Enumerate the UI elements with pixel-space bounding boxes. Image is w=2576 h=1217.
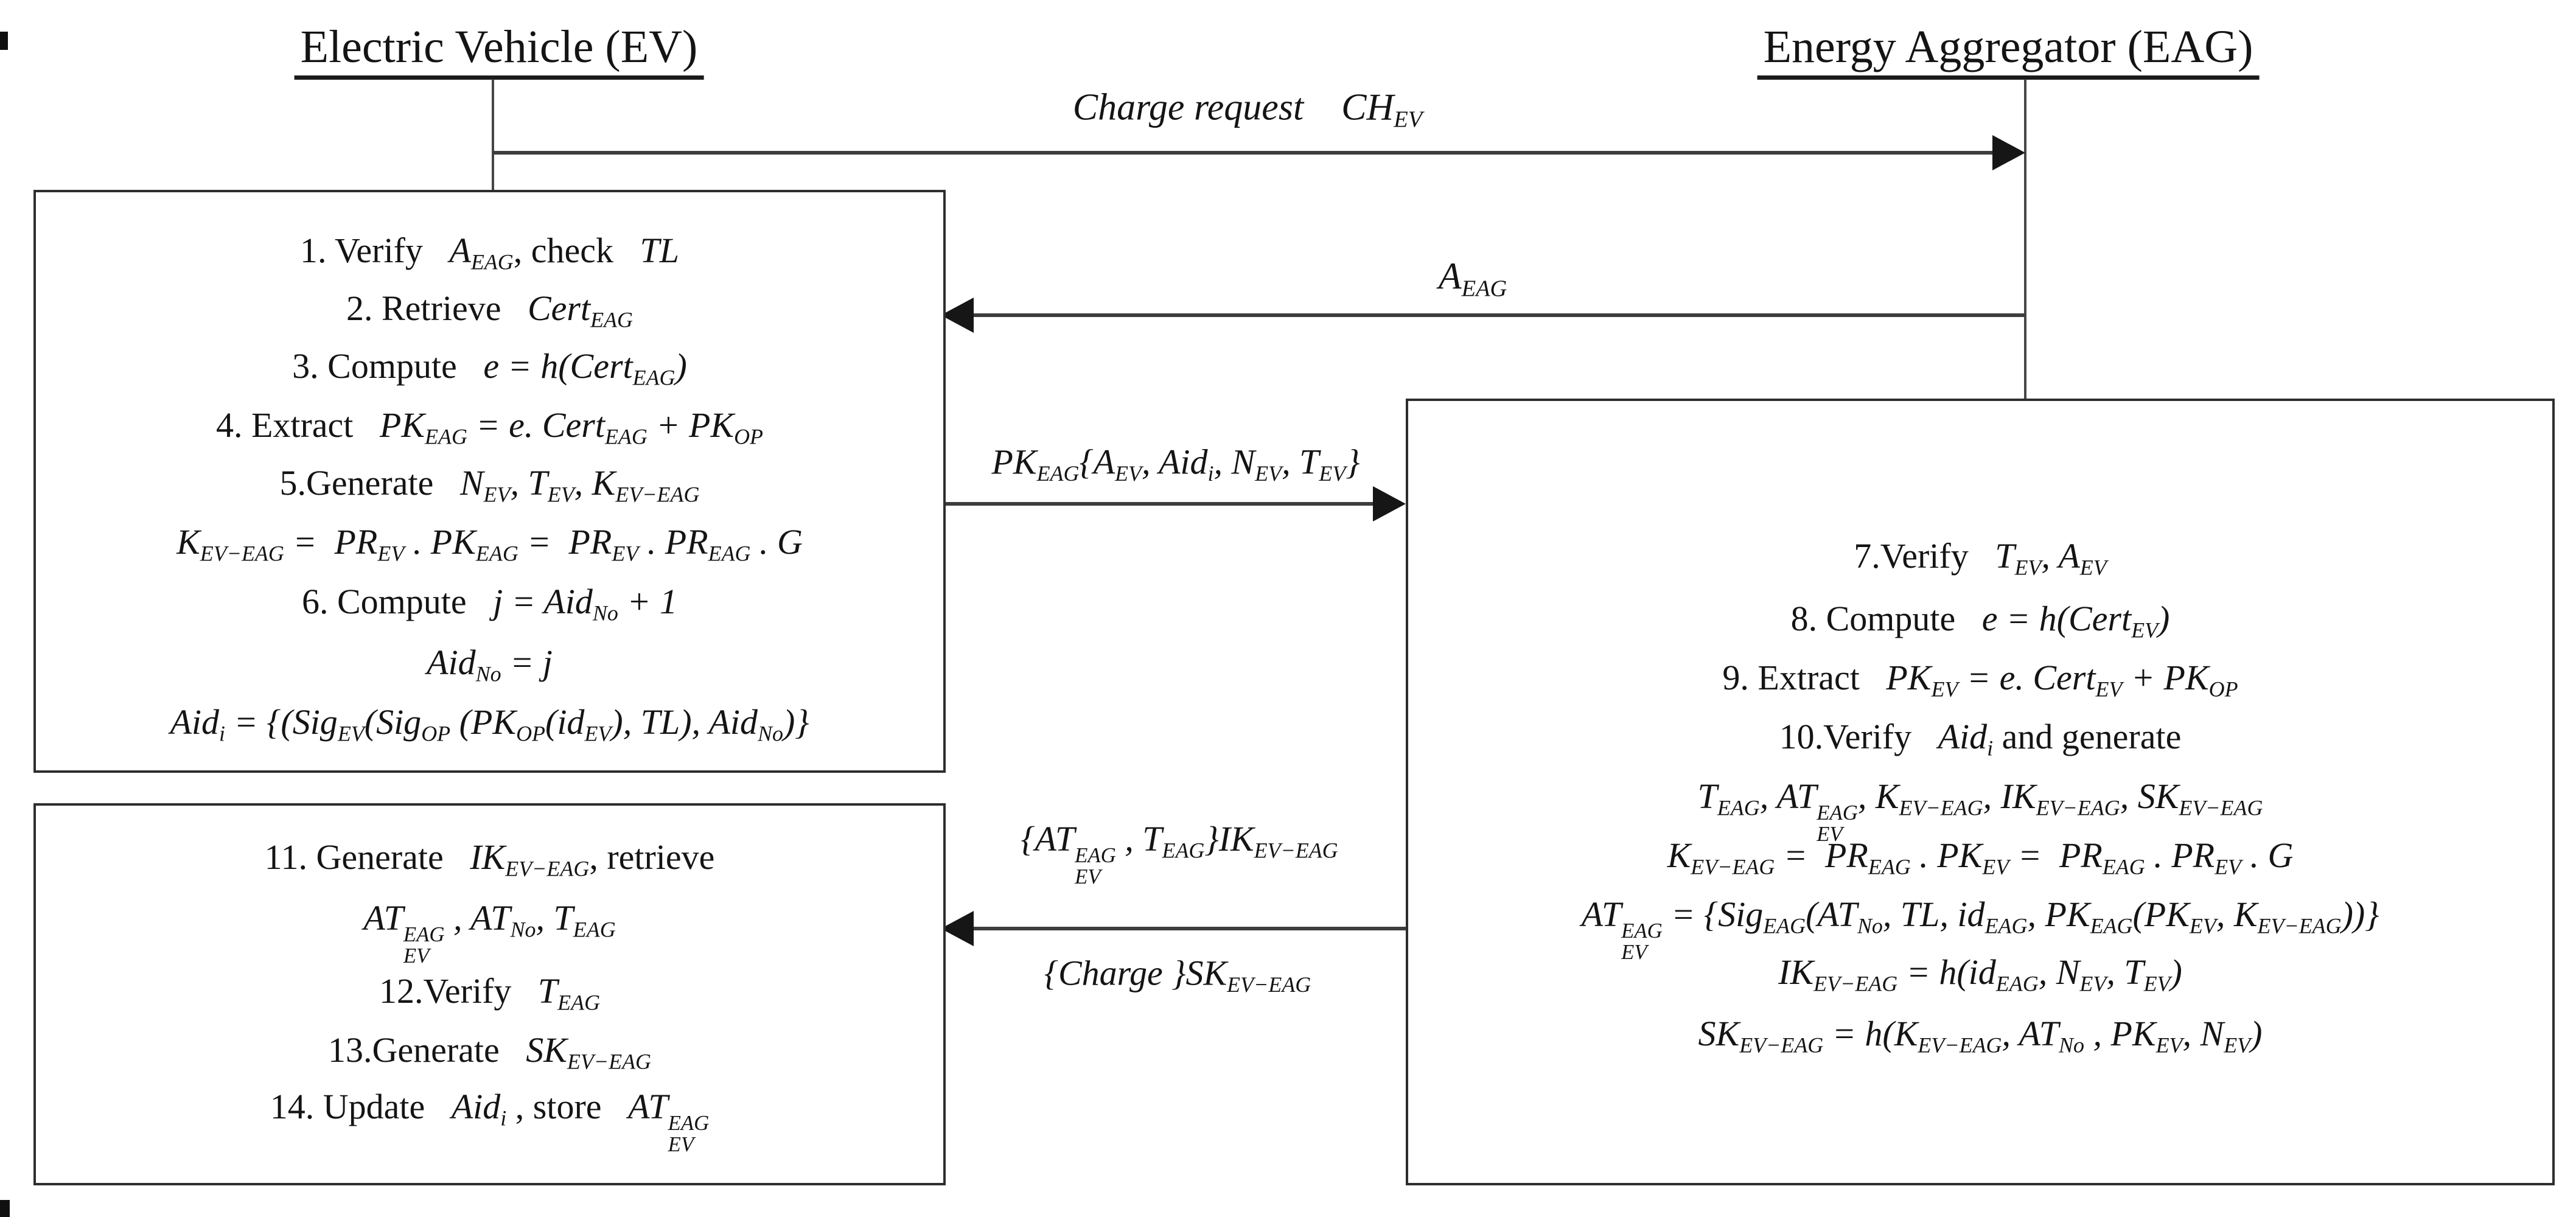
a-eag-arrowhead-icon <box>941 298 974 333</box>
message-label-charge-request: Charge request CHEV <box>1072 86 1423 133</box>
eag-lifeline <box>2024 79 2026 399</box>
ev-step-line: 12.Verify TEAG <box>379 971 601 1015</box>
ev-step-line: 5.Generate NEV, TEV, KEV−EAG <box>279 463 700 507</box>
actor-title-eag: Energy Aggregator (EAG) <box>1757 21 2260 80</box>
message-label-charge-grant: {Charge }SKEV−EAG <box>1044 953 1311 997</box>
ev-step-line: 1. Verify AEAG, check TL <box>300 231 679 274</box>
at-package-arrowhead-icon <box>941 911 974 946</box>
eag-steps-box: 7.Verify TEV, AEV 8. Compute e = h(CertE… <box>1406 399 2555 1185</box>
ev-step-line: 11. Generate IKEV−EAG, retrieve <box>264 837 715 881</box>
ev-step-line: AidNo = j <box>427 643 553 686</box>
eag-step-line: 10.Verify Aidi and generate <box>1779 717 2182 761</box>
charge-request-arrow-line <box>493 151 1994 155</box>
a-eag-arrow-line <box>971 313 2025 317</box>
pk-package-arrow-line <box>941 502 1375 506</box>
pk-package-arrowhead-icon <box>1373 486 1406 521</box>
eag-step-line: IKEV−EAG = h(idEAG, NEV, TEV) <box>1778 952 2182 996</box>
scan-artifact-bottom <box>0 1200 10 1217</box>
scan-artifact-top <box>0 32 8 50</box>
actor-title-ev: Electric Vehicle (EV) <box>294 21 704 80</box>
message-label-a-eag: AEAG <box>1438 256 1507 302</box>
at-package-arrow-line <box>971 927 1406 930</box>
ev-step-line: 13.Generate SKEV−EAG <box>327 1030 652 1074</box>
ev-step-line: 2. Retrieve CertEAG <box>346 288 633 332</box>
eag-step-line: 8. Compute e = h(CertEV) <box>1790 599 2170 643</box>
charge-request-arrowhead-icon <box>1992 135 2025 170</box>
eag-step-line: 7.Verify TEV, AEV <box>1854 536 2107 580</box>
ev-step-line: KEV−EAG = PREV . PKEAG = PREV . PREAG . … <box>176 522 803 566</box>
ev-lifeline <box>492 79 494 190</box>
eag-step-line: SKEV−EAG = h(KEV−EAG, ATNo , PKEV, NEV) <box>1698 1014 2263 1058</box>
ev-step-line: 3. Compute e = h(CertEAG) <box>292 346 687 390</box>
ev-step-line: 4. Extract PKEAG = e. CertEAG + PKOP <box>215 405 764 449</box>
eag-step-line: 9. Extract PKEV = e. CertEV + PKOP <box>1722 658 2238 702</box>
ev-step-line: Aidi = {(SigEV(SigOP (PKOP(idEV), TL), A… <box>170 702 809 746</box>
message-label-pk-package: PKEAG{AEV, Aidi, NEV, TEV} <box>991 442 1360 486</box>
ev-steps-box-1: 1. Verify AEAG, check TL 2. Retrieve Cer… <box>33 190 946 773</box>
eag-step-line: KEV−EAG = PREAG . PKEV = PREAG . PREV . … <box>1667 835 2294 879</box>
ev-step-line: 6. Compute j = AidNo + 1 <box>301 582 678 626</box>
